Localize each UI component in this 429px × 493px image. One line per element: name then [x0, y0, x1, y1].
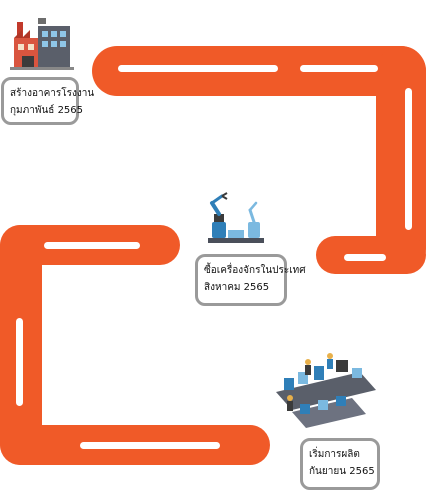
lane-mark-curl	[344, 254, 386, 261]
production-line-icon	[276, 353, 376, 428]
lane-mark-right	[405, 88, 412, 230]
lane-mark-bottom	[80, 442, 220, 449]
lane-mark-top-1	[118, 65, 278, 72]
lane-mark-middle	[44, 242, 140, 249]
milestone-card-machinery: ซื้อเครื่องจักรในประเทศ สิงหาคม 2565	[195, 254, 306, 306]
lane-markings	[16, 65, 412, 449]
lane-mark-top-2	[300, 65, 378, 72]
milestone-date: กันยายน 2565	[309, 466, 375, 477]
milestone-label: ซื้อเครื่องจักรในประเทศ	[204, 265, 306, 276]
milestone-date: สิงหาคม 2565	[204, 282, 270, 293]
milestone-card-production: เริ่มการผลิต กันยายน 2565	[300, 438, 380, 490]
milestone-label: สร้างอาคารโรงงาน	[10, 88, 95, 99]
milestone-label: เริ่มการผลิต	[309, 449, 360, 460]
factory-icon	[10, 18, 74, 70]
milestone-date: กุมภาพันธ์ 2565	[10, 105, 84, 116]
lane-mark-left	[16, 318, 23, 406]
road-right-segment	[376, 46, 426, 274]
milestone-card-factory: สร้างอาคารโรงงาน กุมภาพันธ์ 2565	[1, 77, 94, 125]
robot-arm-icon	[208, 192, 264, 243]
